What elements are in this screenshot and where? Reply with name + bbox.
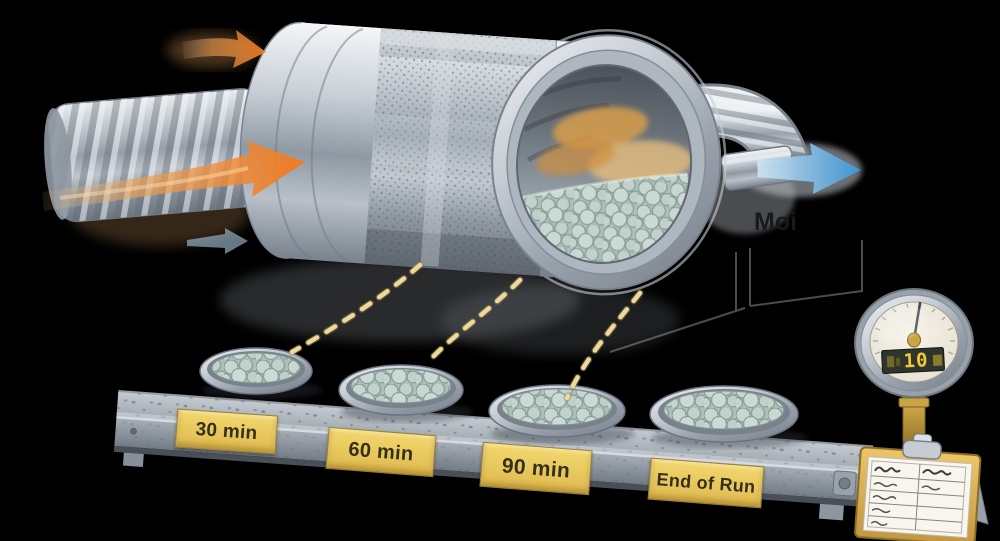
bench-foot <box>122 452 144 468</box>
gauge-ticks <box>873 303 955 355</box>
stand-sketch-lines <box>609 240 863 353</box>
station-label-90min: 90 min <box>479 441 593 496</box>
station-label-30min: 30 min <box>174 408 279 455</box>
drum-top-rail <box>380 30 565 57</box>
sample-tray-60min <box>338 364 473 422</box>
clipboard-table-lines <box>866 460 967 534</box>
bench-bolt <box>838 477 851 490</box>
hot-air-arrow-highlight <box>59 166 249 200</box>
recirculation-arrow-icon <box>187 228 248 254</box>
sample-fall-dashes <box>288 261 644 402</box>
bench-bolt <box>129 427 137 435</box>
hot-air-arrow-top-icon <box>182 30 266 68</box>
clipboard-handwriting <box>870 466 952 526</box>
rotary-drum <box>239 21 727 296</box>
gauge-needle-hub <box>907 332 921 348</box>
tray-pellets <box>663 390 785 430</box>
station-label-60min: 60 min <box>325 426 437 478</box>
tray-pellets <box>350 368 452 404</box>
clipboard <box>854 433 993 541</box>
drum-smooth-band <box>284 22 382 264</box>
gauge-display: 10 <box>881 346 945 375</box>
gauge-nut <box>898 397 930 408</box>
tray-pellets <box>211 352 301 384</box>
exhaust-arrow-icon <box>757 143 861 194</box>
flow-annotation-truncated: Moi <box>754 208 798 236</box>
gauge-reading: 10 <box>903 349 929 372</box>
moisture-gauge: 10 <box>854 288 974 445</box>
flame-hot-air <box>536 106 693 185</box>
sample-tray-end-of-run <box>649 385 808 448</box>
sample-tray-90min <box>488 384 635 444</box>
bench-foot <box>818 503 844 521</box>
tray-pellets <box>501 388 613 426</box>
clipboard-clip-icon <box>902 439 942 460</box>
station-label-end-of-run: End of Run <box>647 457 765 509</box>
sample-tray-30min <box>199 347 322 399</box>
